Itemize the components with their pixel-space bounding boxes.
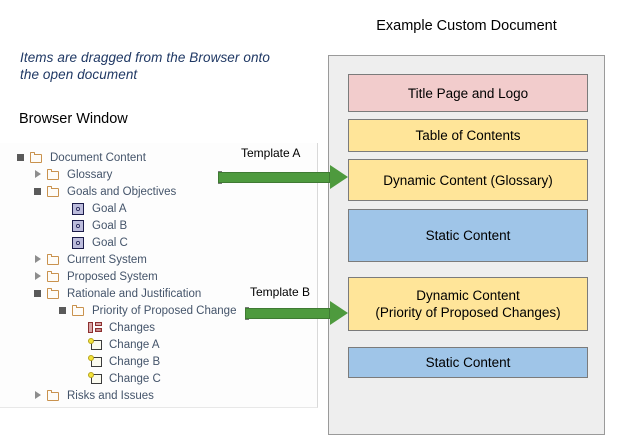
expander-spacer xyxy=(73,319,88,336)
goal-icon xyxy=(71,202,87,216)
folder-icon xyxy=(46,389,62,403)
arrow-shaft xyxy=(245,308,330,319)
goal-icon xyxy=(71,236,87,250)
tree-item-label: Goal B xyxy=(92,219,128,232)
changes-icon xyxy=(88,321,104,335)
arrow-head xyxy=(330,301,348,325)
goal-icon xyxy=(71,219,87,233)
tree-item-label: Priority of Proposed Change xyxy=(92,304,237,317)
tree-item-label: Current System xyxy=(67,253,147,266)
callout-note: Items are dragged from the Browser onto … xyxy=(20,50,271,82)
tree-item[interactable]: Proposed System xyxy=(0,268,317,285)
expander-closed-icon[interactable] xyxy=(31,387,46,404)
document-title: Example Custom Document xyxy=(376,18,557,34)
folder-icon xyxy=(46,253,62,267)
tree-item[interactable]: Goal B xyxy=(0,217,317,234)
expander-closed-icon[interactable] xyxy=(31,268,46,285)
tree-item[interactable]: Risks and Issues xyxy=(0,387,317,404)
tree-item-label: Change C xyxy=(109,372,161,385)
tree-item[interactable]: Goal A xyxy=(0,200,317,217)
tree-item-label: Proposed System xyxy=(67,270,158,283)
expander-spacer xyxy=(73,336,88,353)
folder-icon xyxy=(46,168,62,182)
expander-closed-icon[interactable] xyxy=(31,251,46,268)
tree-item-label: Risks and Issues xyxy=(67,389,154,402)
document-block[interactable]: Dynamic Content(Priority of Proposed Cha… xyxy=(348,277,588,331)
tree-item-label: Goals and Objectives xyxy=(67,185,177,198)
tree-item-label: Changes xyxy=(109,321,156,334)
tree-item-label: Change A xyxy=(109,338,160,351)
tree-item[interactable]: Rationale and Justification xyxy=(0,285,317,302)
folder-icon xyxy=(46,270,62,284)
expander-spacer xyxy=(73,353,88,370)
tree-item[interactable]: Changes xyxy=(0,319,317,336)
expander-open-icon[interactable] xyxy=(31,285,46,302)
tree-item-label: Glossary xyxy=(67,168,113,181)
tree-item[interactable]: Document Content xyxy=(0,149,317,166)
arrow-head xyxy=(330,165,348,189)
tree-item[interactable]: Change A xyxy=(0,336,317,353)
tree-item[interactable]: Goal C xyxy=(0,234,317,251)
tree-item[interactable]: Change C xyxy=(0,370,317,387)
document-block[interactable]: Dynamic Content (Glossary) xyxy=(348,159,588,201)
tree-item[interactable]: Change B xyxy=(0,353,317,370)
template-a-arrow xyxy=(218,164,348,190)
template-b-arrow xyxy=(245,300,348,326)
tree-item[interactable]: Priority of Proposed Change xyxy=(0,302,317,319)
expander-spacer xyxy=(56,200,71,217)
template-b-label: Template B xyxy=(250,285,311,299)
template-a-label: Template A xyxy=(241,146,301,160)
tree-item-label: Rationale and Justification xyxy=(67,287,202,300)
expander-spacer xyxy=(56,234,71,251)
change-icon xyxy=(88,371,104,386)
change-icon xyxy=(88,354,104,369)
folder-icon xyxy=(46,287,62,301)
tree-item-label: Goal C xyxy=(92,236,128,249)
tree-item[interactable]: Goals and Objectives xyxy=(0,183,317,200)
document-block[interactable]: Static Content xyxy=(348,347,588,378)
expander-open-icon[interactable] xyxy=(31,183,46,200)
tree-item[interactable]: Current System xyxy=(0,251,317,268)
folder-icon xyxy=(29,151,45,165)
browser-window-title: Browser Window xyxy=(19,111,128,127)
folder-icon xyxy=(46,185,62,199)
expander-open-icon[interactable] xyxy=(56,302,71,319)
expander-open-icon[interactable] xyxy=(14,149,29,166)
tree-item[interactable]: Glossary xyxy=(0,166,317,183)
tree-item-label: Document Content xyxy=(50,151,146,164)
document-block[interactable]: Table of Contents xyxy=(348,119,588,152)
expander-spacer xyxy=(73,370,88,387)
document-block[interactable]: Static Content xyxy=(348,209,588,262)
expander-closed-icon[interactable] xyxy=(31,166,46,183)
change-icon xyxy=(88,337,104,352)
tree-item-label: Goal A xyxy=(92,202,127,215)
tree-item-label: Change B xyxy=(109,355,161,368)
folder-icon xyxy=(71,304,87,318)
document-block[interactable]: Title Page and Logo xyxy=(348,74,588,112)
arrow-shaft xyxy=(218,172,330,183)
expander-spacer xyxy=(56,217,71,234)
